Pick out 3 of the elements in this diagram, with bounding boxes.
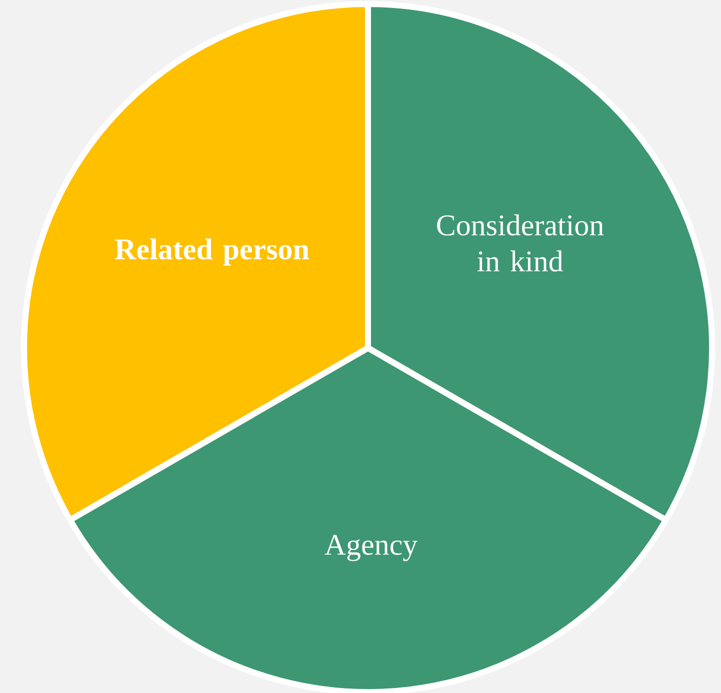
- pie-slice: Consideration in kind: [365, 1, 716, 523]
- pie-slice: Related person: [21, 1, 371, 523]
- pie-slice: Agency: [67, 345, 669, 693]
